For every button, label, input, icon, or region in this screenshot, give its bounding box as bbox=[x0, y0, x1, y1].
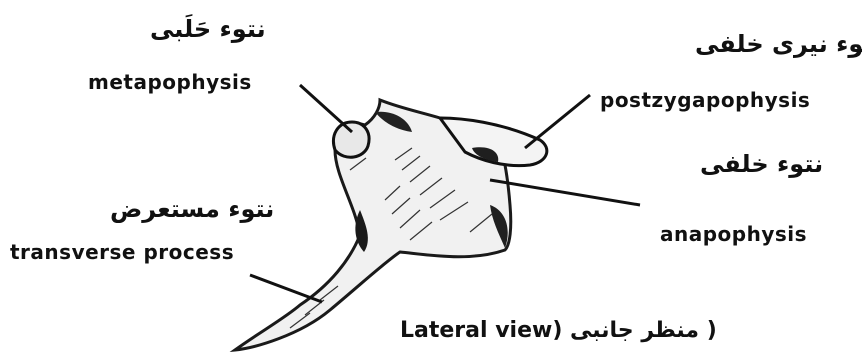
caption-lateral-view: ( منظر جانبی (Lateral view bbox=[400, 318, 717, 343]
label-transverse-process-english: transverse process bbox=[10, 240, 234, 264]
label-anapophysis-english: anapophysis bbox=[660, 222, 807, 246]
label-anapophysis-urdu: نتوء خلفی bbox=[700, 150, 823, 178]
label-transverse-process-urdu: نتوء مستعرض bbox=[110, 195, 274, 223]
leader-postzygapophysis bbox=[525, 95, 590, 148]
leader-metapophysis bbox=[300, 85, 352, 132]
label-metapophysis-urdu: نتوء حَلَبی bbox=[150, 15, 266, 43]
leader-anapophysis bbox=[490, 180, 640, 205]
metapophysis-knob bbox=[334, 122, 370, 157]
leader-transverse-process bbox=[250, 275, 322, 302]
label-postzygapophysis-english: postzygapophysis bbox=[600, 88, 810, 112]
label-metapophysis-english: metapophysis bbox=[88, 70, 252, 94]
label-postzygapophysis-urdu: نتوء نیری خلفی bbox=[695, 30, 862, 58]
